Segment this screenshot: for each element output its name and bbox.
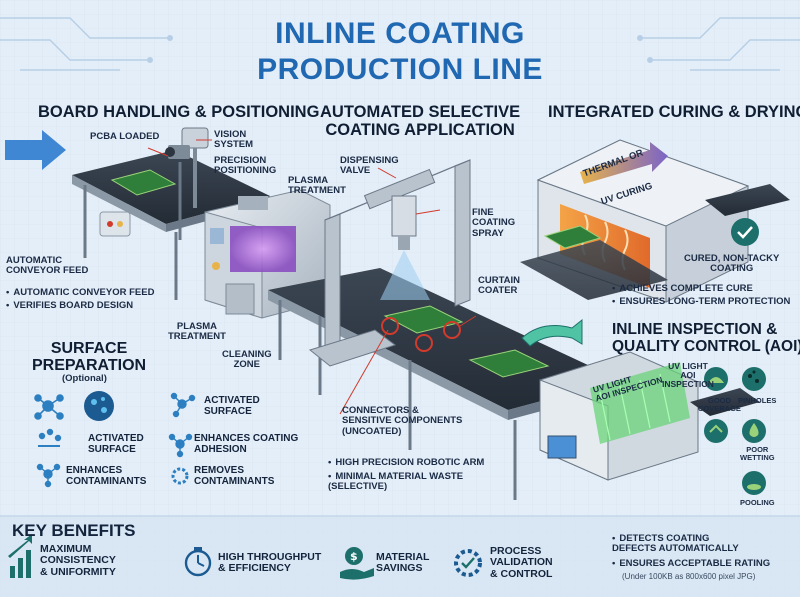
enhances-contaminants-label: ENHANCES CONTAMINANTS [66,465,147,487]
benefit-process-validation: PROCESS VALIDATION & CONTROL [490,545,553,580]
coating-bullet-2: MINIMAL MATERIAL WASTE (SELECTIVE) [328,471,463,493]
gear-icon [170,466,190,486]
key-benefits-heading: KEY BENEFITS [12,521,136,540]
contaminant-icon [35,428,63,448]
curtain-coater-label: CURTAIN COATER [478,275,521,297]
precision-positioning-label: PRECISION POSITIONING [214,155,277,177]
benefit-consistency: MAXIMUM CONSISTENCY & UNIFORMITY [40,543,116,578]
curing-bullet-2: ENSURES LONG-TERM PROTECTION [612,296,790,307]
board-handling-bullet-2: VERIFIES BOARD DESIGN [6,300,133,311]
plasma-treatment-label: PLASMA TREATMENT [168,321,226,343]
fine-coating-spray-label: FINE COATING SPRAY [472,207,516,239]
good-coverage-icon [704,367,728,391]
vision-system-label: VISION SYSTEM [214,129,254,151]
title-line-2: PRODUCTION LINE [257,53,543,86]
molecule-icon [33,392,63,420]
title-line-1: INLINE COATING [275,17,525,50]
arrow-right-icon [5,130,67,170]
check-good-coverage: GOOD COVERAGE [698,396,741,414]
activated-surface-label-2: ACTIVATED SURFACE [204,395,260,417]
check-pooling: POOLING [740,498,775,507]
stopwatch-icon [184,545,212,577]
gear-check-icon [454,549,482,577]
cured-label: CURED, NON-TACKY COATING [684,253,780,275]
connectors-label: CONNECTORS & SENSITIVE COMPONENTS (UNCOA… [342,405,463,437]
curing-bullet-1: ACHIEVES COMPLETE CURE [612,283,753,294]
enhances-adhesion-label: ENHANCES COATING ADHESION [194,433,299,455]
activated-surface-icon [84,391,114,421]
dispensing-valve-label: DISPENSING VALVE [340,155,399,177]
poor-wetting-icon [742,419,766,443]
pooling-icon [742,471,766,495]
check-pinholes: PINHOLES [738,396,777,405]
benefit-material-savings: MATERIAL SAVINGS [376,551,430,575]
inspection-heading: INLINE INSPECTION & QUALITY CONTROL (AOI… [612,321,800,355]
pinholes-icon [742,367,766,391]
growth-chart-icon [6,532,36,580]
removes-contaminants-label: REMOVES CONTAMINANTS [194,465,275,487]
coating-heading: AUTOMATED SELECTIVE COATING APPLICATION [320,103,521,139]
board-handling-bullet-1: AUTOMATIC CONVEYOR FEED [6,287,154,298]
money-hand-icon [338,545,376,579]
automatic-conveyor-feed-label: AUTOMATIC CONVEYOR FEED [6,255,89,277]
benefit-throughput: HIGH THROUGHPUT & EFFICIENCY [218,551,322,575]
surface-prep-optional: (Optional) [62,373,107,384]
coating-bullet-1: HIGH PRECISION ROBOTIC ARM [328,457,484,468]
uv-light-aoi-label: UV LIGHT AOI INSPECTION [662,361,714,390]
board-handling-heading: BOARD HANDLING & POSITIONING [38,103,320,121]
svg-text:$: $ [350,550,358,563]
adhesion-icon [168,434,192,458]
pcba-loaded-label: PCBA LOADED [90,131,160,142]
inspection-bullet-1: DETECTS COATING DEFECTS AUTOMATICALLY [612,533,739,555]
cleaning-zone-label: CLEANING ZONE [222,349,272,371]
checkmark-icon [731,218,759,246]
check-poor-wetting: POOR WETTING [740,445,775,463]
curing-heading: INTEGRATED CURING & DRYING [548,103,800,121]
inspection-note: (Under 100KB as 800x600 pixel JPG) [622,572,756,581]
activated-surface-label-1: ACTIVATED SURFACE [88,433,144,455]
surface-prep-heading: SURFACE PREPARATION [32,340,147,375]
inspection-bullet-2: ENSURES ACCEPTABLE RATING [612,558,770,569]
plasma-treatment-top-label: PLASMA TREATMENT [288,175,346,197]
